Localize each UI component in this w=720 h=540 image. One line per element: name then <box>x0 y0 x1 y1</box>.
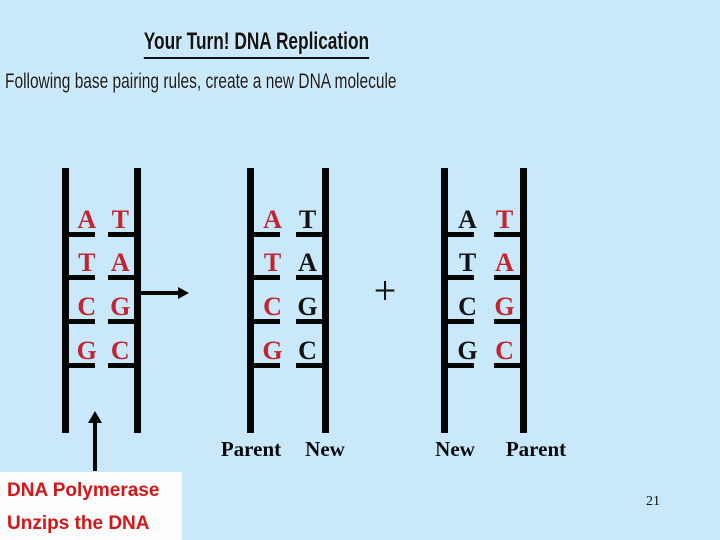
replication-right-arrow-icon <box>141 287 189 299</box>
dna-backbone-right <box>322 168 329 433</box>
rung-half-left <box>448 232 474 237</box>
base-pair-row: A T <box>441 205 527 238</box>
rung-half-right <box>494 275 520 280</box>
rung-half-right <box>296 275 322 280</box>
rung-half-left <box>69 232 95 237</box>
base-letter: C <box>110 336 130 365</box>
base-pair-row: G C <box>62 336 141 369</box>
slide-subtitle: Following base pairing rules, create a n… <box>5 69 397 93</box>
note-box: DNA Polymerase Unzips the DNA <box>0 472 182 540</box>
base-letter: G <box>297 292 318 321</box>
rung-half-left <box>254 319 280 324</box>
rung-half-left <box>448 275 474 280</box>
base-letter: G <box>494 292 515 321</box>
base-pair-row: C G <box>247 292 329 325</box>
rung-half-right <box>108 363 134 368</box>
plus-sign: + <box>373 268 397 313</box>
rung-half-left <box>254 275 280 280</box>
rung-half-right <box>296 232 322 237</box>
rung-half-left <box>69 363 95 368</box>
base-letter: G <box>457 336 478 365</box>
strand-label-new-right: New <box>435 437 475 461</box>
rung-half-left <box>448 363 474 368</box>
base-letter: G <box>76 336 97 365</box>
rung-half-right <box>108 232 134 237</box>
rung-half-right <box>296 363 322 368</box>
base-letter: C <box>495 336 514 365</box>
rung-half-left <box>69 275 95 280</box>
rung-half-right <box>494 319 520 324</box>
rung-half-left <box>254 363 280 368</box>
rung-half-right <box>108 319 134 324</box>
base-pair-row: A T <box>247 205 329 238</box>
base-letter: G <box>262 336 283 365</box>
rung-half-left <box>448 319 474 324</box>
dna-backbone-right <box>134 168 141 433</box>
dna-ladder-original: A T T A C G G C <box>62 168 141 433</box>
base-pair-row: C G <box>62 292 141 325</box>
base-pair-row: A T <box>62 205 141 238</box>
base-letter: C <box>77 292 97 321</box>
base-letter: C <box>298 336 317 365</box>
base-letter: A <box>110 248 130 277</box>
base-letter: A <box>263 205 282 234</box>
base-letter: A <box>495 248 514 277</box>
rung-half-right <box>494 232 520 237</box>
base-pair-row: T A <box>441 248 527 281</box>
dna-ladder-parent-new: A T T A C G G C <box>247 168 329 433</box>
slide-title-container: Your Turn! DNA Replication <box>0 28 512 59</box>
base-letter: T <box>78 248 96 277</box>
base-pair-row: T A <box>247 248 329 281</box>
base-letter: T <box>495 205 514 234</box>
rung-half-right <box>296 319 322 324</box>
base-letter: T <box>298 205 317 234</box>
base-letter: A <box>458 205 477 234</box>
base-letter: T <box>458 248 477 277</box>
dna-backbone-left <box>62 168 69 433</box>
base-letter: C <box>458 292 477 321</box>
polymerase-up-arrow-icon <box>88 411 102 471</box>
base-pair-row: T A <box>62 248 141 281</box>
rung-half-left <box>254 232 280 237</box>
base-pair-row: G C <box>441 336 527 369</box>
base-letter: C <box>263 292 282 321</box>
strand-label-new-left: New <box>305 437 345 461</box>
rung-half-right <box>108 275 134 280</box>
base-letter: A <box>298 248 317 277</box>
rung-half-right <box>494 363 520 368</box>
base-letter: T <box>263 248 282 277</box>
strand-label-parent-right: Parent <box>505 437 567 461</box>
rung-half-left <box>69 319 95 324</box>
dna-backbone-left <box>441 168 448 433</box>
dna-backbone-left <box>247 168 254 433</box>
note-line-dna-polymerase: DNA Polymerase <box>7 480 160 501</box>
base-letter: T <box>111 205 129 234</box>
dna-ladder-new-parent: A T T A C G G C <box>441 168 527 433</box>
slide-subtitle-container: Following base pairing rules, create a n… <box>5 69 549 94</box>
base-letter: G <box>110 292 131 321</box>
dna-backbone-right <box>520 168 527 433</box>
strand-label-parent-left: Parent <box>220 437 282 461</box>
page-number: 21 <box>646 494 660 509</box>
base-letter: A <box>77 205 97 234</box>
base-pair-row: C G <box>441 292 527 325</box>
base-pair-row: G C <box>247 336 329 369</box>
slide-title: Your Turn! DNA Replication <box>143 28 369 59</box>
note-line-unzips-dna: Unzips the DNA <box>7 513 150 534</box>
